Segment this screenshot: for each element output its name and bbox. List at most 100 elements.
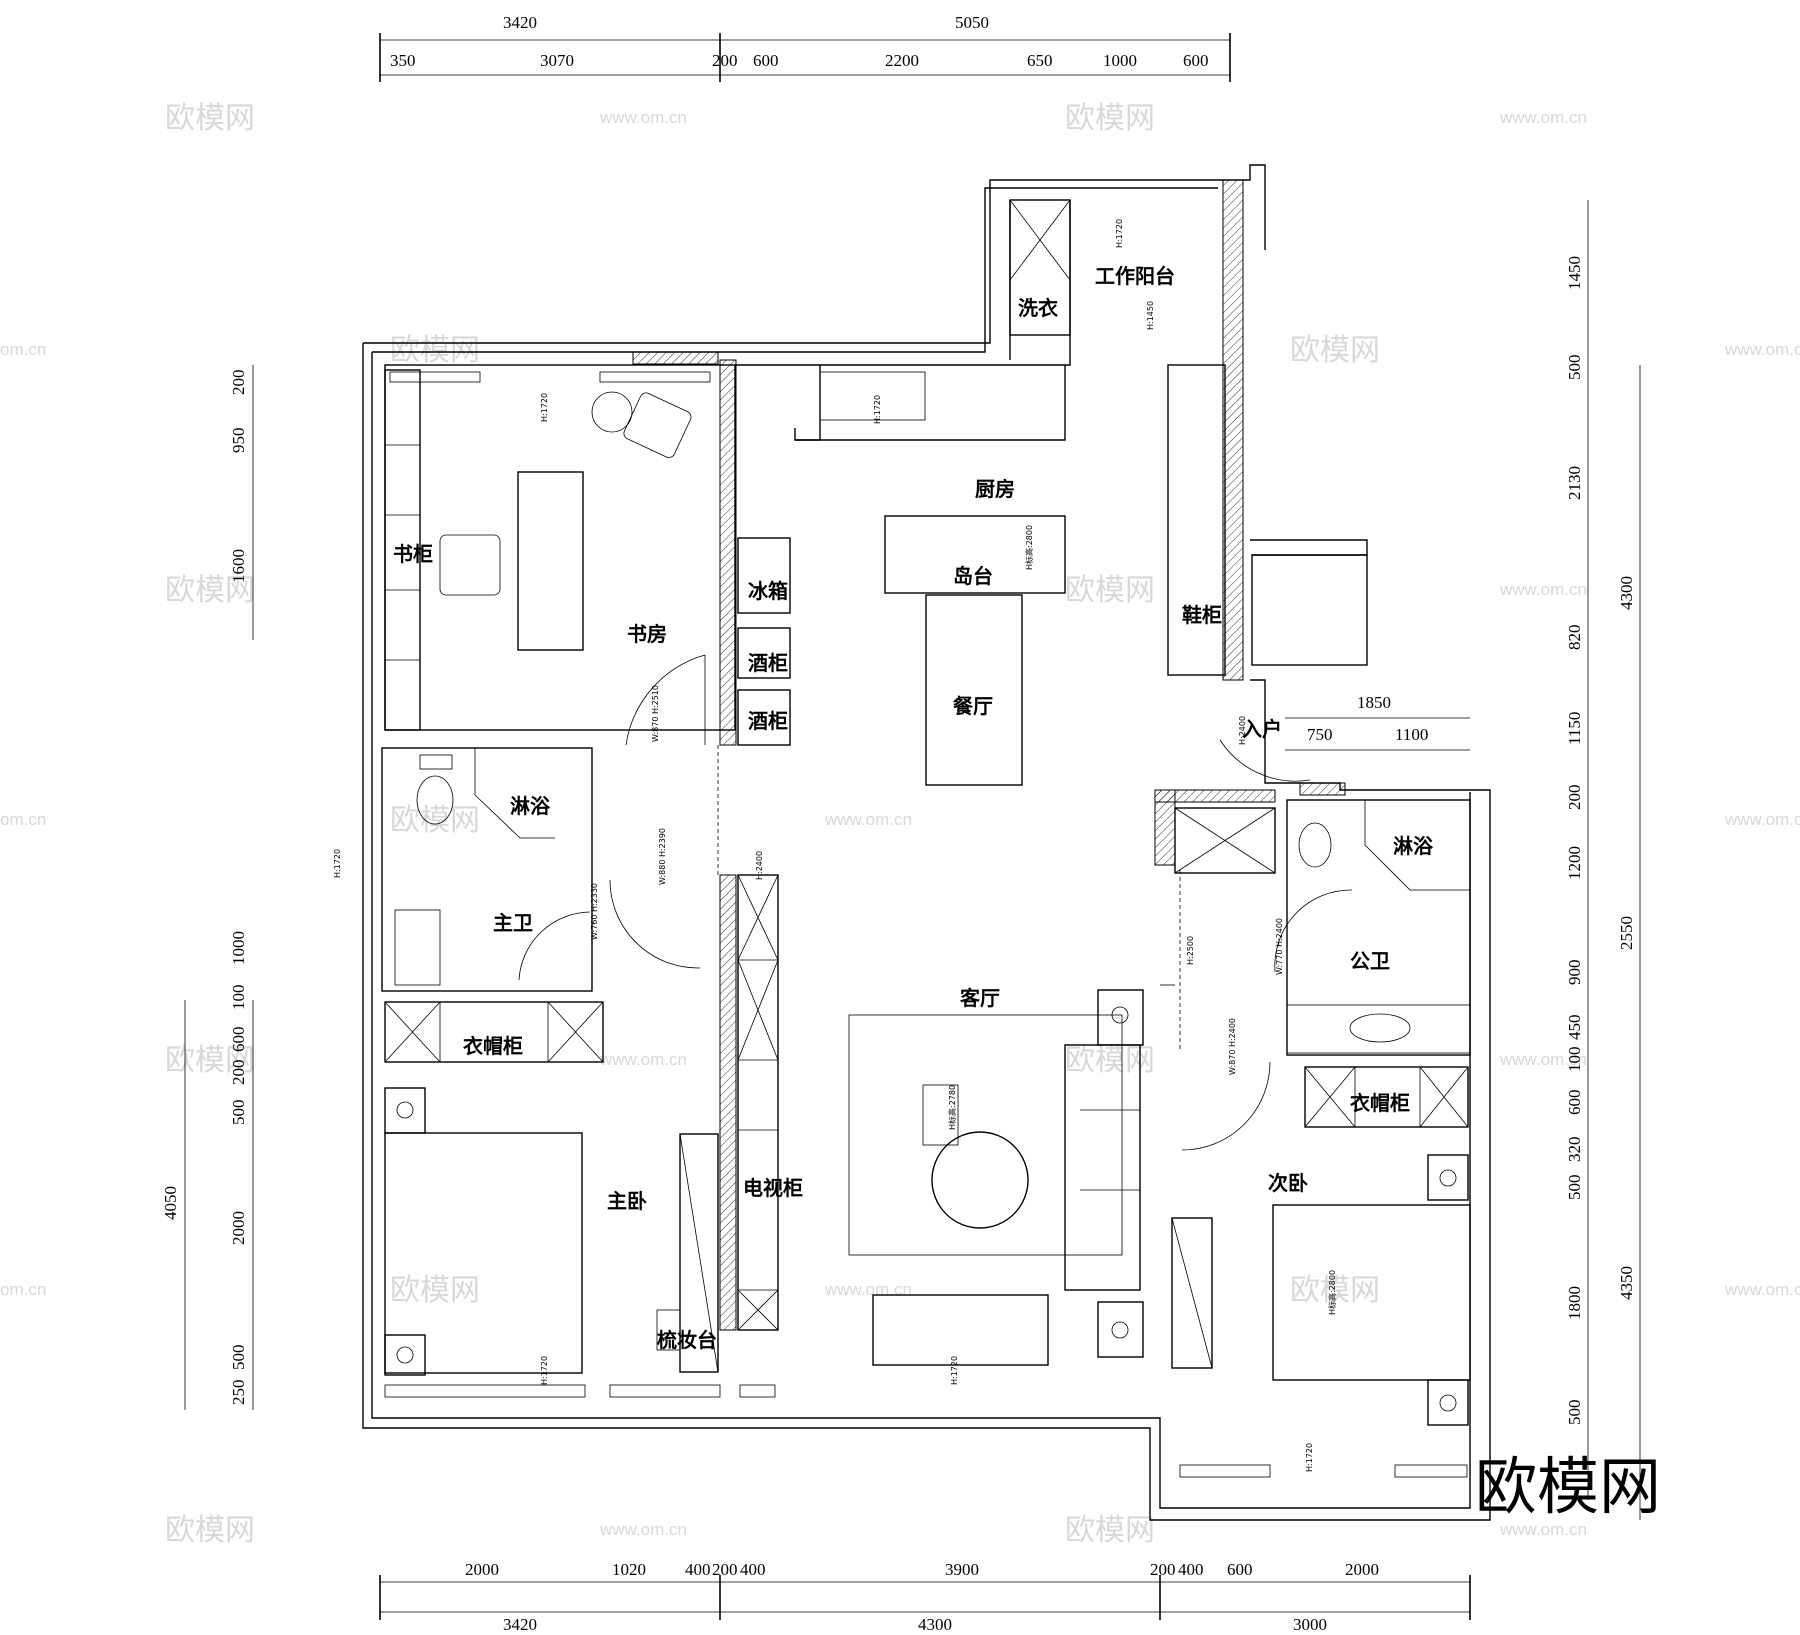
study-door-swing [625,654,706,746]
dim-left-lower: 250 [229,1380,248,1406]
label-dining: 餐厅 [953,694,993,718]
label-entrance: 入户 [1242,717,1282,741]
label-shower-master: 淋浴 [510,794,551,818]
study-outline [384,364,736,731]
note-balcony-window: H:1720 [1115,219,1124,248]
dim-left-lower: 2000 [229,1211,248,1245]
dim-entry-total: 1850 [1357,693,1391,712]
dim-right-seg: 1200 [1565,846,1584,880]
public-bath-outline [1286,799,1471,1056]
watermark-url: www.om.cn [1724,810,1800,829]
label-work-balcony: 工作阳台 [1095,264,1175,288]
room-labels: 工作阳台 洗衣 厨房 岛台 餐厅 书房 书柜 冰箱 酒柜 酒柜 鞋柜 入户 淋浴… [393,264,1434,1352]
label-study: 书房 [627,622,667,646]
fridge [737,537,791,614]
brand-logo: 欧模网 [1475,1450,1661,1523]
dim-right-seg: 820 [1565,625,1584,651]
dim-top-seg: 3070 [540,51,574,70]
watermark-url: om.cn [0,340,46,359]
master-bath-outline [381,747,593,992]
dim-bottom-seg: 400 [740,1560,766,1579]
watermark-logo: 欧模网 [165,1513,255,1548]
watermark-url: www.om.cn [824,810,912,829]
dim-right-seg: 1800 [1565,1286,1584,1320]
dim-bottom-seg: 2000 [465,1560,499,1579]
dim-bottom-seg: 2000 [1345,1560,1379,1579]
note-corridor-height: H:2400 [755,851,764,880]
watermark-logo: 欧模网 [165,1043,255,1078]
label-master-bedroom: 主卧 [607,1189,647,1213]
dim-bottom-seg: 200 [1150,1560,1176,1579]
dim-right-seg: 100 [1565,1047,1584,1073]
label-bookcase: 书柜 [393,542,433,566]
label-dresser: 梳妆台 [657,1328,717,1352]
sofa [1064,1044,1141,1291]
label-island: 岛台 [953,564,993,588]
watermark-logo: 欧模网 [390,1273,480,1308]
dim-right-seg: 500 [1565,1400,1584,1426]
label-laundry: 洗衣 [1018,296,1058,320]
dim-bottom-seg: 3900 [945,1560,979,1579]
label-living-room: 客厅 [959,986,1000,1010]
watermark-logo: 欧模网 [1065,1043,1155,1078]
label-kitchen: 厨房 [975,477,1015,501]
label-wine-cabinet-2: 酒柜 [748,709,788,733]
watermark-url: www.om.cn [1499,1520,1587,1539]
watermark-url: www.om.cn [1499,580,1587,599]
watermark-url: www.om.cn [1499,108,1587,127]
watermark-url: www.om.cn [599,108,687,127]
tv-wall [737,874,779,1331]
note-living-height: H标高:2780 [947,1085,957,1130]
dim-left-upper: 200 [229,370,248,396]
note-window-bottom-3: H:1720 [1305,1443,1314,1472]
dim-left-lower: 500 [229,1345,248,1371]
note-public-bath-door: W:770 H:2400 [1275,918,1284,975]
dim-right-seg: 1450 [1565,256,1584,290]
label-tv-cabinet: 电视柜 [743,1176,803,1200]
watermark-logo: 欧模网 [1065,101,1155,136]
dim-entry-seg: 1100 [1395,725,1428,744]
label-wardrobe-master: 衣帽柜 [463,1034,523,1058]
entry-door-swing [1219,739,1311,782]
note-entry-door: H:2400 [1238,716,1247,745]
dim-top-seg: 600 [1183,51,1209,70]
note-window-bottom-2: H:1720 [950,1356,959,1385]
dim-bottom-seg: 600 [1227,1560,1253,1579]
dim-right-seg: 600 [1565,1090,1584,1116]
label-wardrobe-second: 衣帽柜 [1350,1091,1410,1115]
master-wardrobe [384,1001,604,1063]
dim-right-total: 2550 [1617,916,1636,950]
note-second-door: W:870 H:2400 [1228,1018,1237,1075]
dim-top-seg: 600 [753,51,779,70]
dim-left-lower: 500 [229,1100,248,1126]
dim-right-seg: 2130 [1565,466,1584,500]
note-master-bath-door: W:880 H:2390 [658,828,667,885]
wine-cabinet-2 [737,689,791,746]
island-counter [884,515,1066,594]
note-island-height: H标高:2800 [1024,525,1034,570]
watermark-logo: 欧模网 [165,573,255,608]
dim-right-seg: 1150 [1565,712,1584,745]
dim-top-seg: 200 [712,51,738,70]
dim-bottom-total: 3000 [1293,1615,1327,1634]
walls [362,164,1491,1521]
height-annotations: H:1720 H标高:2800 H:1720 W:870 H:2510 H:17… [333,219,1337,1472]
study-bookcase [384,369,421,731]
dim-right-seg: 320 [1565,1137,1584,1163]
dim-entry-seg: 750 [1307,725,1333,744]
label-fridge: 冰箱 [748,579,788,603]
watermark-url: om.cn [0,810,46,829]
dim-left-upper: 950 [229,428,248,454]
dim-bottom-total: 3420 [503,1615,537,1634]
watermark-url: www.om.cn [599,1520,687,1539]
dim-bottom-total: 4300 [918,1615,952,1634]
watermark-logo: 欧模网 [1290,333,1380,368]
dining-table [925,594,1023,786]
study-desk [517,471,584,651]
dim-left-upper: 1600 [229,549,248,583]
dim-top-seg: 650 [1027,51,1053,70]
dim-top-seg: 350 [390,51,416,70]
coffee-table [931,1131,1029,1229]
dim-left-lower: 1000 [229,931,248,965]
